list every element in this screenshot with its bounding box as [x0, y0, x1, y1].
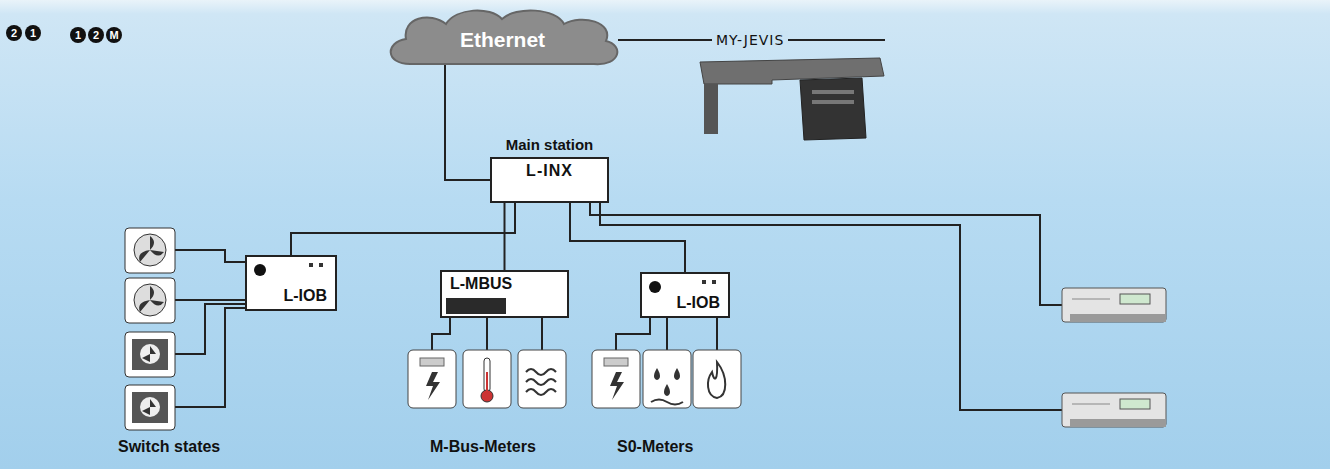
module-detail	[309, 263, 313, 267]
mbus-module-box: L-MBUS	[440, 270, 569, 318]
port-number: 1	[70, 27, 86, 43]
node-label: Ethernet	[460, 24, 545, 52]
io-module-box: L-IOB	[245, 255, 337, 311]
fan-icon	[125, 278, 175, 323]
meter-wire	[432, 318, 717, 350]
main-station-box: Main stationL-INX	[490, 157, 609, 203]
port-number: 1	[25, 25, 41, 41]
port-label: M	[106, 27, 122, 43]
module-detail	[446, 298, 506, 314]
bus-connector	[504, 203, 506, 270]
gas-meter-icon	[693, 350, 741, 408]
energy-meter	[1062, 393, 1166, 427]
cloud-outline	[391, 10, 618, 64]
group-caption: M-Bus-Meters	[430, 438, 536, 456]
water-meter-icon	[518, 350, 566, 408]
io-module-box: L-IOB	[640, 272, 730, 318]
group-caption: S0-Meters	[617, 438, 693, 456]
bus-connector	[570, 203, 685, 272]
group-caption: Switch states	[118, 438, 220, 456]
port-number: 2	[6, 25, 22, 41]
bus-connector	[445, 64, 490, 180]
electricity-meter-icon	[408, 350, 456, 408]
pump-icon	[125, 332, 175, 377]
pump-icon	[125, 385, 175, 430]
node-label: L-IOB	[676, 294, 720, 312]
station-heading: Main station	[506, 136, 594, 153]
energy-meter	[1062, 288, 1166, 322]
node-label: L-INX	[500, 162, 599, 180]
electricity-meter-icon	[592, 350, 640, 408]
module-detail	[702, 280, 706, 284]
heat-meter-icon	[463, 350, 511, 408]
server-picture	[700, 58, 884, 140]
system-name: MY-JEVIS	[712, 31, 788, 49]
module-detail	[649, 281, 661, 293]
port-number: 2	[88, 27, 104, 43]
water-meter-icon	[643, 350, 691, 408]
node-label: L-MBUS	[450, 275, 559, 293]
node-label: L-IOB	[283, 287, 327, 305]
fan-icon	[125, 228, 175, 273]
switch-wire	[175, 250, 245, 407]
module-detail	[319, 263, 323, 267]
bus-connector	[291, 203, 515, 255]
bus-wire	[590, 201, 1062, 410]
module-detail	[254, 264, 266, 276]
module-detail	[712, 280, 716, 284]
network-cloud: Ethernet	[380, 6, 625, 70]
